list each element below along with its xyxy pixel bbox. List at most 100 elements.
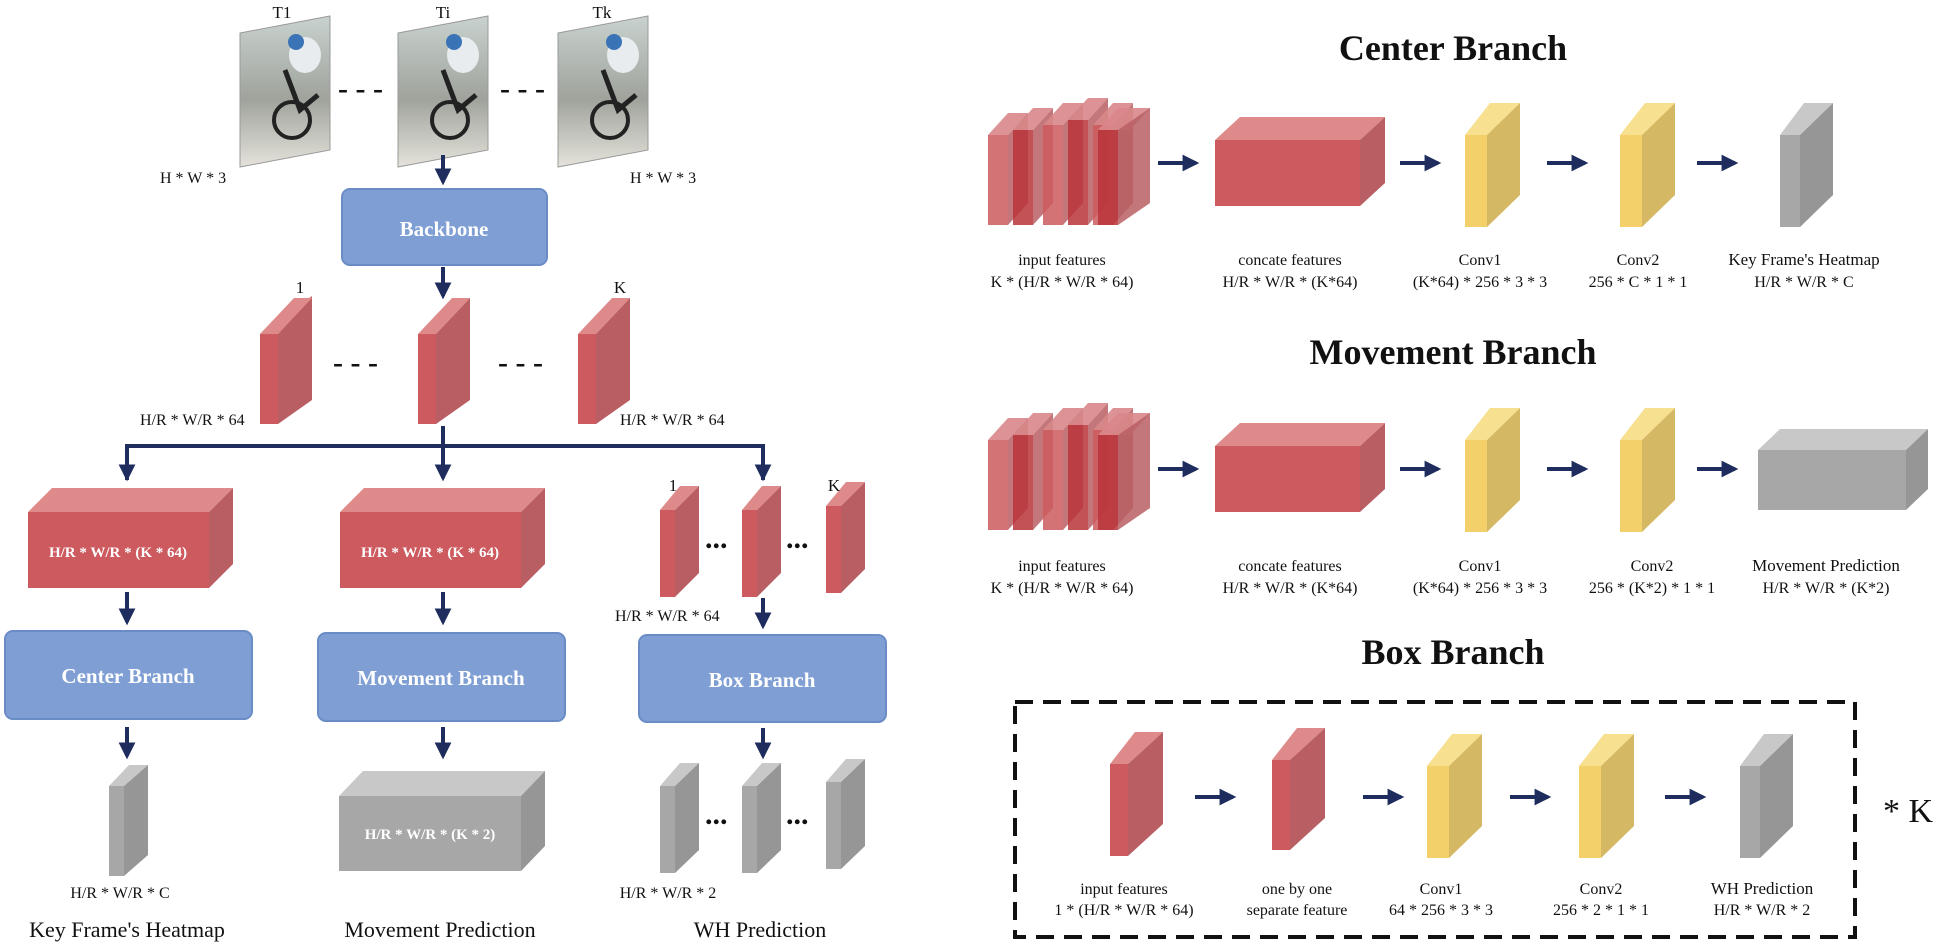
center-conv2-block — [1620, 103, 1675, 227]
center-conv1-dims: (K*64) * 256 * 3 * 3 — [1413, 274, 1547, 291]
box-ellipsis-2: ... — [786, 522, 809, 555]
box-separate-dims: separate feature — [1247, 902, 1348, 919]
box-feature-1 — [660, 486, 699, 597]
movement-concat-dims: H/R * W/R * (K*64) — [1223, 580, 1358, 597]
frame-size-left: H * W * 3 — [160, 170, 226, 187]
backbone-box — [341, 188, 548, 266]
movement-conv1-name: Conv1 — [1459, 558, 1502, 575]
movement-input-dims: K * (H/R * W/R * 64) — [991, 580, 1134, 597]
feature-size-right: H/R * W/R * 64 — [620, 412, 725, 429]
center-conv1-name: Conv1 — [1459, 252, 1502, 269]
box-conv2-dims: 256 * 2 * 1 * 1 — [1553, 902, 1649, 919]
movement-caption: Movement Prediction — [344, 917, 535, 942]
movement-conv2-dims: 256 * (K*2) * 1 * 1 — [1589, 580, 1715, 597]
box-separate-name: one by one — [1262, 881, 1332, 898]
box-output-size: H/R * W/R * 2 — [620, 885, 717, 902]
backbone-feature-k — [578, 298, 630, 424]
center-branch-title: Center Branch — [1339, 28, 1567, 68]
box-output-name: WH Prediction — [1711, 879, 1814, 898]
movement-conv1-block — [1465, 408, 1520, 532]
box-output-i — [742, 763, 781, 873]
movement-conv2-block — [1620, 408, 1675, 532]
box-conv1-name: Conv1 — [1420, 881, 1463, 898]
center-concat-name: concate features — [1238, 252, 1341, 269]
center-input-stack — [988, 98, 1150, 225]
feature-size-left: H/R * W/R * 64 — [140, 412, 245, 429]
box-conv2-name: Conv2 — [1580, 881, 1623, 898]
movement-output-block-r — [1758, 429, 1928, 510]
center-output-size: H/R * W/R * C — [70, 885, 169, 902]
backbone-feature-i — [418, 298, 470, 424]
box-out-ellipsis-2: ... — [786, 798, 809, 831]
center-block-label: H/R * W/R * (K * 64) — [49, 545, 187, 561]
center-output-block — [109, 765, 148, 876]
feature-index-last: K — [614, 278, 627, 297]
box-input-block-r — [1110, 732, 1163, 856]
feature-index-first: 1 — [296, 278, 305, 297]
backbone-label: Backbone — [400, 217, 489, 241]
frame-t1 — [239, 15, 331, 168]
box-input-dims: 1 * (H/R * W/R * 64) — [1054, 902, 1193, 919]
box-branch-label: Box Branch — [709, 668, 816, 692]
features-ellipsis-2: - - - — [498, 346, 543, 379]
movement-output-label: H/R * W/R * (K * 2) — [365, 827, 496, 843]
movement-input-block — [340, 488, 545, 588]
box-input-size: H/R * W/R * 64 — [615, 608, 720, 625]
frame-label-tk: Tk — [593, 3, 612, 22]
frames-ellipsis-1: - - - — [338, 72, 383, 105]
movement-conv2-name: Conv2 — [1631, 558, 1674, 575]
movement-output-dims: H/R * W/R * (K*2) — [1763, 580, 1890, 597]
left-pipeline: T1 Ti Tk - - - - - - H * W * 3 H * W * 3… — [4, 3, 887, 942]
movement-input-stack — [988, 403, 1150, 530]
movement-concat-block — [1215, 423, 1385, 512]
box-branch-dashed-frame — [1013, 700, 1857, 939]
box-conv1-block-r — [1427, 734, 1482, 858]
frame-tk — [557, 15, 649, 168]
box-output-block-r — [1740, 734, 1793, 858]
frame-label-t1: T1 — [273, 3, 292, 22]
frame-ti — [397, 15, 489, 168]
movement-input-name: input features — [1018, 558, 1106, 575]
center-concat-dims: H/R * W/R * (K*64) — [1223, 274, 1358, 291]
center-caption: Key Frame's Heatmap — [29, 917, 225, 942]
center-input-block — [28, 488, 233, 588]
box-conv1-dims: 64 * 256 * 3 * 3 — [1389, 902, 1493, 919]
movement-block-label: H/R * W/R * (K * 64) — [361, 545, 499, 561]
center-conv2-dims: 256 * C * 1 * 1 — [1589, 274, 1688, 291]
center-branch-box — [4, 630, 253, 720]
movement-concat-name: concate features — [1238, 558, 1341, 575]
center-output-block-r — [1780, 103, 1833, 227]
box-output-1 — [660, 763, 699, 873]
center-branch-label: Center Branch — [61, 664, 194, 688]
features-ellipsis-1: - - - — [333, 346, 378, 379]
frame-label-ti: Ti — [436, 3, 451, 22]
box-repeat-k: * K — [1883, 793, 1934, 830]
frames-ellipsis-2: - - - — [500, 72, 545, 105]
box-feature-k — [826, 482, 865, 593]
box-caption: WH Prediction — [694, 917, 827, 942]
box-branch-title: Box Branch — [1361, 632, 1544, 672]
movement-branch-box — [317, 632, 566, 722]
right-details: Center Branch — [988, 28, 1934, 939]
movement-branch-title: Movement Branch — [1310, 332, 1597, 372]
movement-branch-label: Movement Branch — [357, 666, 525, 690]
movement-conv1-dims: (K*64) * 256 * 3 * 3 — [1413, 580, 1547, 597]
center-conv2-name: Conv2 — [1617, 252, 1660, 269]
backbone-feature-1 — [260, 296, 312, 424]
frame-size-right: H * W * 3 — [630, 170, 696, 187]
box-output-dims: H/R * W/R * 2 — [1714, 902, 1811, 919]
box-input-name: input features — [1080, 881, 1168, 898]
center-input-name: input features — [1018, 252, 1106, 269]
center-output-dims: H/R * W/R * C — [1754, 274, 1853, 291]
box-output-k — [826, 759, 865, 869]
box-conv2-block-r — [1579, 734, 1634, 858]
center-input-dims: K * (H/R * W/R * 64) — [991, 274, 1134, 291]
box-ellipsis-1: ... — [705, 522, 728, 555]
box-branch-box — [638, 634, 887, 723]
box-feature-i — [742, 486, 781, 597]
center-conv1-block — [1465, 103, 1520, 227]
box-index-last: K — [828, 476, 841, 495]
box-separate-block-r — [1272, 728, 1325, 850]
movement-output-name: Movement Prediction — [1752, 556, 1900, 575]
